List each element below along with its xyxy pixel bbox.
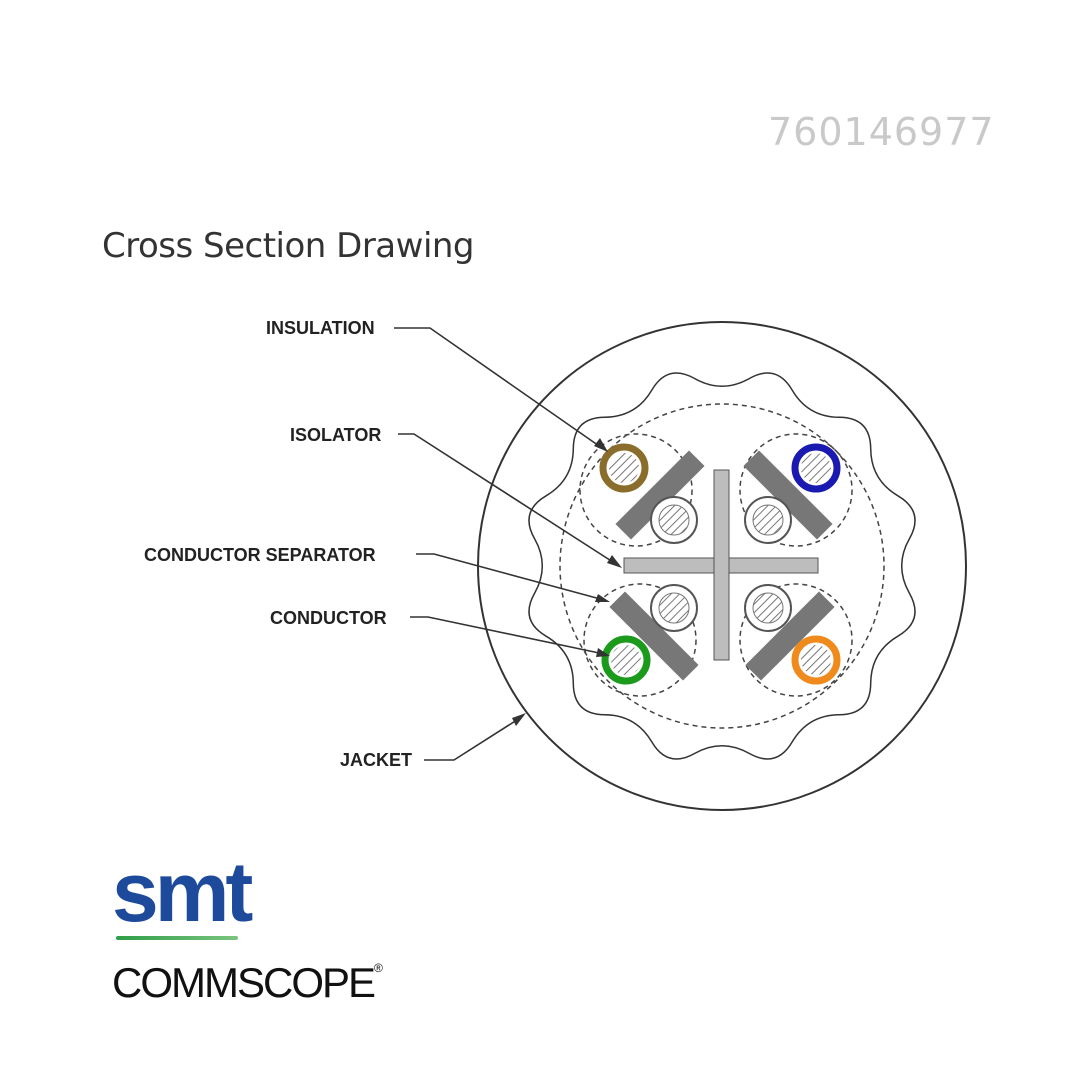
isolator-bar-bottom-right [745, 591, 835, 681]
isolator-bar-top-right [743, 450, 833, 540]
arrow-isolator [607, 555, 622, 568]
commscope-logo: COMMSCOPE® [112, 962, 383, 1004]
leader-isolator [398, 433, 617, 565]
isolator-bar-top-left [615, 450, 705, 540]
pair-boundary-top-right [739, 433, 853, 547]
conductor-brown [599, 443, 649, 493]
leader-conductor [410, 616, 605, 655]
conductor-separator-vertical [713, 469, 730, 661]
conductor-blue [791, 443, 841, 493]
pair-boundary-bottom-left [583, 583, 697, 697]
conductor-white-bottom-left [650, 584, 698, 632]
label-conductor: CONDUCTOR [270, 608, 387, 628]
label-insulation: INSULATION [266, 318, 375, 338]
label-isolator: ISOLATOR [290, 425, 381, 445]
pair-boundary-top-left [579, 433, 693, 547]
commscope-wordmark: COMMSCOPE [112, 959, 376, 1006]
arrow-insulation [594, 438, 608, 452]
section-title: Cross Section Drawing [102, 226, 475, 266]
smt-logo-swoosh [116, 936, 238, 940]
arrow-jacket [512, 713, 526, 726]
smt-logo: smt [112, 845, 253, 939]
arrow-conductor [596, 648, 610, 657]
isolator-bar-bottom-left [609, 591, 699, 681]
label-conductor-separator: CONDUCTOR SEPARATOR [144, 545, 376, 565]
pair-boundary-bottom-right [739, 583, 853, 697]
part-number: 760146977 [768, 110, 995, 154]
registered-mark: ® [374, 961, 383, 975]
leader-conductor-separator [416, 553, 605, 601]
leader-insulation [394, 327, 603, 449]
label-jacket: JACKET [340, 750, 412, 770]
conductor-green [601, 635, 651, 685]
core-boundary [559, 403, 885, 729]
conductor-white-bottom-right [744, 584, 792, 632]
conductor-white-top-left [650, 496, 698, 544]
leader-jacket [424, 717, 521, 761]
arrow-conductor-separator [595, 594, 610, 602]
conductor-orange [791, 635, 841, 685]
conductor-white-top-right [744, 496, 792, 544]
